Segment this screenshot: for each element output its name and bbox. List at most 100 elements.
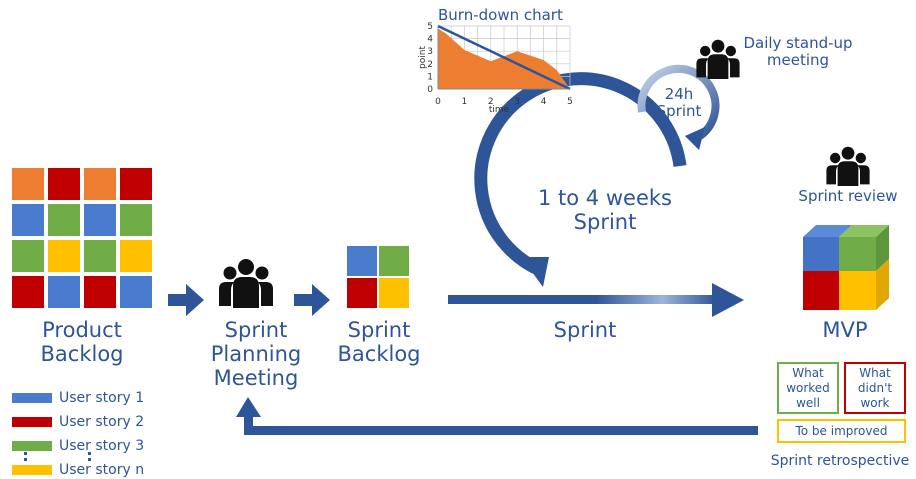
chart-ideal-line bbox=[437, 24, 571, 91]
chart-y-axis-label: point bbox=[418, 46, 428, 69]
chart-x-tick-label: 3 bbox=[514, 97, 520, 107]
planning-label-line2: Planning bbox=[210, 342, 302, 367]
small-loop-label-line2: Sprint bbox=[656, 102, 702, 121]
backlog-story-card bbox=[48, 204, 80, 236]
legend-swatch bbox=[12, 465, 52, 475]
chart-x-axis-label: time bbox=[489, 105, 510, 115]
planning-label: Sprint Planning Meeting bbox=[196, 318, 316, 390]
product-backlog-label-line2: Backlog bbox=[40, 342, 124, 367]
retro-box1-line1: What bbox=[792, 365, 824, 380]
chart-y-tick-label: 4 bbox=[427, 35, 433, 45]
arrow-planning-to-sprint-backlog bbox=[294, 284, 330, 316]
retro-box1-line3: well bbox=[796, 395, 820, 410]
backlog-story-card bbox=[120, 168, 152, 200]
planning-team-icon bbox=[219, 259, 273, 308]
product-backlog-label-line1: Product bbox=[42, 318, 122, 342]
feedback-arrow bbox=[236, 397, 758, 435]
planning-label-line3: Meeting bbox=[213, 366, 299, 391]
retro-to-be-improved-box: To be improved bbox=[777, 419, 906, 443]
chart-x-tick-label: 4 bbox=[541, 97, 547, 107]
sprint-backlog-card bbox=[379, 278, 409, 308]
sprint-backlog-grid bbox=[347, 246, 410, 309]
backlog-story-card bbox=[84, 204, 116, 236]
planning-label-line1: Sprint bbox=[224, 318, 288, 342]
team-icon bbox=[696, 39, 740, 79]
legend-item: User story 3 bbox=[12, 438, 144, 454]
product-backlog-label: Product Backlog bbox=[20, 318, 144, 366]
review-team-icon bbox=[826, 146, 870, 186]
big-loop-arrowhead bbox=[521, 257, 549, 287]
legend-item: User story 2 bbox=[12, 414, 144, 430]
product-backlog-grid bbox=[12, 168, 154, 310]
legend-swatch bbox=[12, 417, 52, 427]
chart-y-tick-label: 0 bbox=[427, 85, 433, 95]
chart-x-tick-label: 5 bbox=[567, 97, 573, 107]
daily-standup-label-line2: meeting bbox=[766, 51, 830, 70]
legend-item: User story 1 bbox=[12, 390, 144, 406]
retro-box2-line1: What bbox=[859, 365, 891, 380]
sprint-backlog-label-line2: Backlog bbox=[337, 342, 421, 367]
chart-y-tick-label: 5 bbox=[427, 22, 433, 32]
chart-x-tick-label: 0 bbox=[435, 97, 441, 107]
burndown-chart: 0 1 2 3 4 5 0 1 2 3 4 5 time point bbox=[418, 22, 573, 115]
legend-label: User story 2 bbox=[59, 414, 145, 430]
chart-x-tick-label: 1 bbox=[462, 97, 468, 107]
backlog-story-card bbox=[120, 240, 152, 272]
big-loop-label-line1: 1 to 4 weeks bbox=[538, 186, 672, 210]
backlog-story-card bbox=[84, 168, 116, 200]
chart-y-tick-label: 3 bbox=[427, 47, 433, 57]
sprint-backlog-label-line1: Sprint bbox=[347, 318, 411, 342]
daily-standup-label: Daily stand-up meeting bbox=[738, 34, 858, 70]
small-loop-arrowhead bbox=[685, 127, 705, 150]
backlog-story-card bbox=[12, 168, 44, 200]
chart-x-tick-label: 2 bbox=[488, 97, 494, 107]
retro-box3-text: To be improved bbox=[795, 423, 888, 438]
retro-worked-well-box: What worked well bbox=[777, 362, 839, 414]
backlog-story-card bbox=[12, 204, 44, 236]
backlog-story-card bbox=[12, 240, 44, 272]
team-icon bbox=[219, 259, 273, 308]
daily-team-icon bbox=[696, 39, 740, 79]
legend-item: User story n bbox=[12, 462, 144, 478]
sprint-backlog-label: Sprint Backlog bbox=[322, 318, 436, 366]
chart-y-tick-label: 2 bbox=[427, 60, 433, 70]
legend-ellipsis-dots bbox=[24, 452, 28, 464]
legend-swatch bbox=[12, 393, 52, 403]
sprint-retrospective-label: Sprint retrospective bbox=[770, 453, 910, 469]
retro-box2-line3: work bbox=[860, 395, 890, 410]
big-loop-label-line2: Sprint bbox=[573, 210, 637, 235]
arrow-backlog-to-planning bbox=[168, 284, 204, 316]
legend-label: User story 1 bbox=[59, 390, 145, 406]
sprint-arrow bbox=[448, 283, 744, 317]
mvp-cube bbox=[803, 225, 889, 310]
legend-label: User story 3 bbox=[59, 438, 145, 454]
retro-box1-line2: worked bbox=[786, 380, 830, 395]
team-icon bbox=[826, 146, 870, 186]
retro-box2-line2: didn't bbox=[857, 380, 893, 395]
chart-y-tick-label: 1 bbox=[427, 72, 433, 82]
big-sprint-loop bbox=[474, 72, 687, 287]
backlog-story-card bbox=[84, 240, 116, 272]
small-sprint-loop bbox=[637, 64, 720, 150]
sprint-backlog-card bbox=[347, 246, 377, 276]
sprint-backlog-card bbox=[379, 246, 409, 276]
backlog-story-card bbox=[48, 240, 80, 272]
legend-swatch bbox=[12, 441, 52, 451]
small-loop-label: 24h Sprint bbox=[644, 85, 714, 121]
legend-label: User story n bbox=[59, 462, 145, 478]
sprint-backlog-card bbox=[347, 278, 377, 308]
backlog-story-card bbox=[48, 276, 80, 308]
sprint-review-label: Sprint review bbox=[798, 187, 898, 205]
legend-ellipsis-dots-2 bbox=[88, 452, 92, 464]
big-loop-label: 1 to 4 weeks Sprint bbox=[520, 186, 690, 234]
mvp-label: MVP bbox=[822, 318, 868, 342]
daily-standup-label-line1: Daily stand-up bbox=[743, 34, 853, 52]
sprint-label: Sprint bbox=[553, 318, 617, 342]
backlog-story-card bbox=[84, 276, 116, 308]
burndown-title: Burn-down chart bbox=[438, 6, 563, 24]
backlog-story-card bbox=[120, 204, 152, 236]
retro-didnt-work-box: What didn't work bbox=[844, 362, 906, 414]
backlog-story-card bbox=[12, 276, 44, 308]
small-loop-label-line1: 24h bbox=[664, 85, 694, 103]
